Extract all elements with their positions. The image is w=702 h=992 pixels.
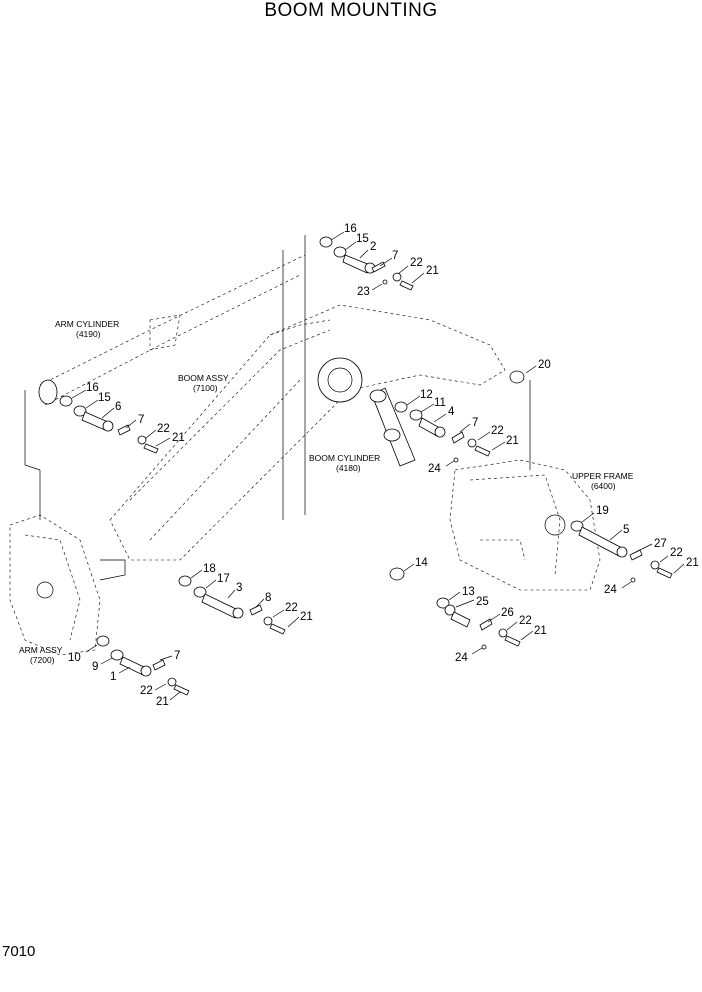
callout-21: 21 — [686, 557, 699, 569]
callout-17: 17 — [217, 573, 230, 585]
boom-cylinder-code: (4180) — [336, 463, 361, 473]
callout-18: 18 — [203, 563, 216, 575]
callout-27: 27 — [654, 538, 667, 550]
callout-22: 22 — [519, 615, 532, 627]
arm-cylinder-drawing — [24, 235, 306, 520]
arm-cylinder-code: (4190) — [76, 329, 101, 339]
boom-drawing — [109, 304, 506, 561]
callout-21: 21 — [172, 432, 185, 444]
callout-12: 12 — [420, 389, 433, 401]
arm-assy-drawing — [9, 514, 126, 656]
callout-16: 16 — [86, 382, 99, 394]
upper-frame-code: (6400) — [591, 481, 616, 491]
callout-23: 23 — [357, 286, 370, 298]
callout-22: 22 — [670, 547, 683, 559]
callout-22: 22 — [285, 602, 298, 614]
boom-assy-code: (7100) — [193, 383, 218, 393]
callout-21: 21 — [534, 625, 547, 637]
callout-22: 22 — [140, 685, 153, 697]
callout-22: 22 — [157, 423, 170, 435]
callout-7: 7 — [392, 250, 398, 262]
callout-20: 20 — [538, 359, 551, 371]
page-code: 7010 — [2, 943, 36, 960]
callout-21: 21 — [506, 435, 519, 447]
callout-14: 14 — [415, 557, 428, 569]
callout-7: 7 — [472, 417, 478, 429]
callout-15: 15 — [356, 233, 369, 245]
callout-24: 24 — [455, 652, 468, 664]
callout-25: 25 — [476, 596, 489, 608]
callout-15: 15 — [98, 392, 111, 404]
boom-cylinder-drawing — [369, 387, 416, 467]
callout-5: 5 — [623, 524, 629, 536]
callout-24: 24 — [428, 463, 441, 475]
callout-13: 13 — [462, 586, 475, 598]
callout-26: 26 — [501, 607, 514, 619]
leader-lines — [71, 231, 685, 701]
arm-assy-label: ARM ASSY — [19, 645, 63, 655]
boom-cylinder-label: BOOM CYLINDER — [309, 453, 380, 463]
callout-7: 7 — [138, 414, 144, 426]
callout-labels: 16 15 2 7 22 21 23 20 16 15 6 7 22 21 12… — [68, 223, 699, 708]
arm-cylinder-label: ARM CYLINDER — [55, 319, 119, 329]
callout-10: 10 — [68, 652, 81, 664]
callout-1: 1 — [110, 671, 116, 683]
callout-9: 9 — [92, 661, 98, 673]
callout-7: 7 — [174, 650, 180, 662]
callout-24: 24 — [604, 584, 617, 596]
upper-frame-drawing — [449, 380, 601, 591]
callout-21: 21 — [426, 265, 439, 277]
callout-2: 2 — [370, 241, 376, 253]
callout-19: 19 — [596, 505, 609, 517]
callout-22: 22 — [491, 425, 504, 437]
callout-4: 4 — [448, 406, 455, 418]
callout-21: 21 — [156, 696, 169, 708]
callout-6: 6 — [115, 401, 121, 413]
upper-frame-label: UPPER FRAME — [572, 471, 634, 481]
callout-3: 3 — [236, 582, 242, 594]
page-title: BOOM MOUNTING — [264, 0, 438, 21]
callout-22: 22 — [410, 257, 423, 269]
arm-assy-code: (7200) — [30, 655, 55, 665]
callout-8: 8 — [265, 592, 271, 604]
callout-21: 21 — [300, 611, 313, 623]
callout-16: 16 — [344, 223, 357, 235]
boom-assy-label: BOOM ASSY — [178, 373, 229, 383]
pin-groups — [59, 236, 673, 696]
assembly-labels: ARM CYLINDER (4190) BOOM ASSY (7100) BOO… — [19, 319, 634, 665]
callout-11: 11 — [434, 397, 446, 409]
